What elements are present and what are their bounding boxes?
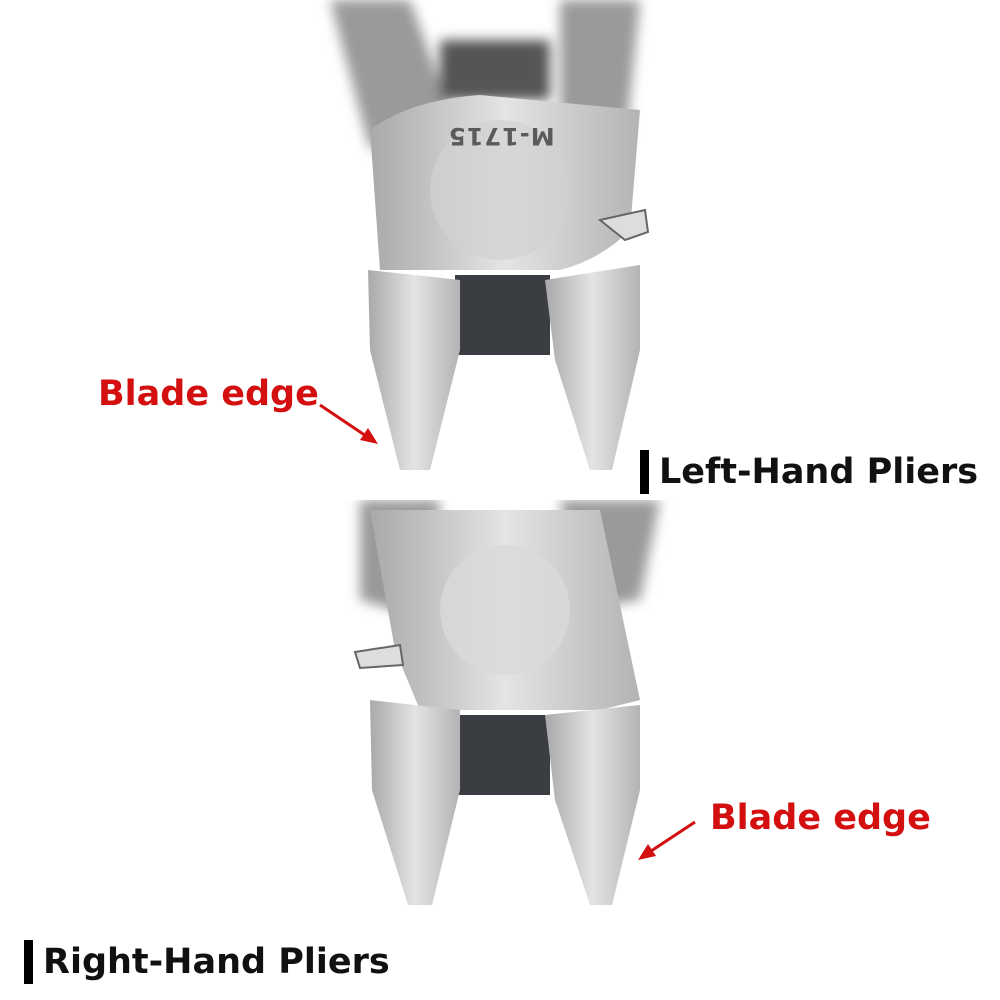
- left-hand-pliers-photo: [319, 0, 650, 470]
- left-hand-pliers-title: Left-Hand Pliers: [659, 452, 979, 492]
- arrow-head-icon: [638, 844, 656, 860]
- right-hand-pliers-photo: [353, 500, 696, 905]
- arrow-line: [644, 820, 696, 857]
- left-hand-pliers-panel: M-1715 Blade edge Left-Hand Pliers: [98, 0, 979, 494]
- blade-edge-annotation: Blade edge: [710, 798, 931, 838]
- panel-title: Right-Hand Pliers: [24, 940, 390, 984]
- panel-title: Left-Hand Pliers: [640, 450, 978, 494]
- arrow-line: [319, 403, 373, 442]
- right-hand-pliers-panel: Blade edge Right-Hand Pliers: [0, 500, 1000, 1000]
- arrow-head-icon: [360, 428, 378, 444]
- right-hand-pliers-title: Right-Hand Pliers: [43, 942, 390, 982]
- title-bar-marker: [24, 940, 33, 984]
- blade-edge-annotation: Blade edge: [98, 374, 319, 414]
- title-bar-marker: [640, 450, 649, 494]
- model-number-engraving: M-1715: [448, 122, 555, 150]
